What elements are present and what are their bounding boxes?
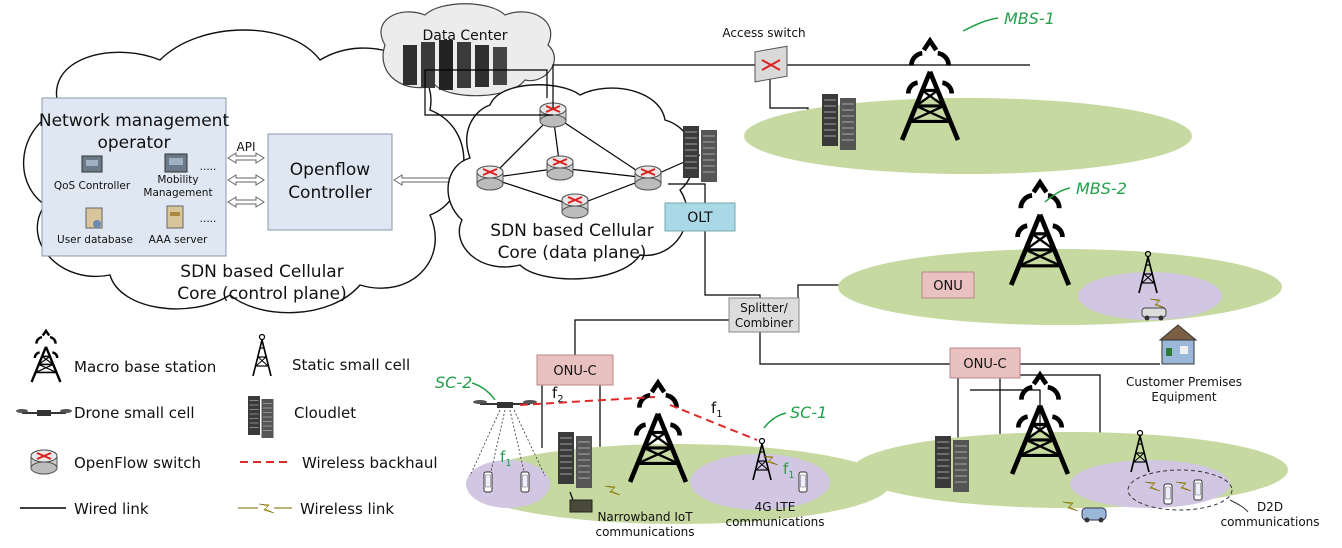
data-plane-label-2: Core (data plane) <box>498 243 647 263</box>
legend-static-label: Static small cell <box>292 356 410 374</box>
sc2-label: SC-2 <box>435 373 472 392</box>
f1-sc1-label: f1 <box>783 460 795 481</box>
mobility-management-label-1: Mobility <box>157 174 198 186</box>
f1-drone-label: f1 <box>500 448 512 469</box>
legend-switch-icon <box>30 449 58 475</box>
right-small-cell-area <box>1070 460 1230 508</box>
cpe-label-1: Customer Premises <box>1126 375 1242 389</box>
legend-wireless-label: Wireless link <box>300 500 394 518</box>
control-plane-label-1: SDN based Cellular <box>180 262 343 282</box>
d2d-label-1: D2D <box>1257 500 1283 514</box>
qos-controller-icon <box>81 155 103 173</box>
nmo-title-line2: operator <box>97 133 170 153</box>
f1-backhaul-label: f1 <box>711 399 723 420</box>
nmo-dots-2: ..... <box>200 213 217 225</box>
qos-controller-label: QoS Controller <box>54 180 131 192</box>
sc1-label-arrow <box>763 412 787 429</box>
drone-beam-lines <box>469 409 546 477</box>
splitter-label-2: Combiner <box>735 316 793 330</box>
phone-icon <box>798 471 808 493</box>
narrowband-iot-label-1: Narrowband IoT <box>597 510 693 524</box>
nmo-title-line1: Network management <box>39 111 230 131</box>
nmo-dots-1: ..... <box>200 161 217 173</box>
data-center-label: Data Center <box>423 28 508 44</box>
api-arrows <box>227 152 265 208</box>
phone-icon <box>520 471 530 493</box>
splitter-label-1: Splitter/ <box>740 301 789 315</box>
legend-wired-label: Wired link <box>74 500 149 518</box>
cpe-label-2: Equipment <box>1151 390 1216 404</box>
mbs1-coverage-area <box>744 98 1192 174</box>
mbs1-label: MBS-1 <box>1004 9 1055 28</box>
sc1-label: SC-1 <box>790 403 827 422</box>
legend-cloudlet-label: Cloudlet <box>294 404 356 422</box>
data-center-servers <box>403 40 507 90</box>
aaa-server-icon <box>166 205 184 229</box>
onu-c-left-label: ONU-C <box>553 364 596 379</box>
customer-premises-equipment-icon <box>1158 324 1198 365</box>
car-icon <box>1081 507 1107 523</box>
user-database-icon <box>85 207 103 229</box>
sc1-area <box>690 454 830 510</box>
legend-static-icon <box>252 333 272 377</box>
network-management-operator-box <box>41 97 227 257</box>
openflow-switch-icon <box>546 155 574 181</box>
openflow-controller-line1: Openflow <box>290 160 371 180</box>
mbs2-label-arrow <box>1044 187 1071 203</box>
lte-label-1: 4G LTE <box>755 500 796 514</box>
legend-drone-label: Drone small cell <box>74 404 195 422</box>
mbs1-label-arrow <box>962 17 999 32</box>
narrowband-iot-label-2: communications <box>595 525 694 539</box>
onu-box <box>921 271 975 299</box>
legend-wireless-icon <box>238 503 292 514</box>
wireless-backhaul-f2 <box>519 396 656 406</box>
user-database-label: User database <box>57 234 133 246</box>
mobility-management-label-2: Management <box>143 187 212 199</box>
onu-c-right-label: ONU-C <box>963 357 1006 372</box>
openflow-controller-line2: Controller <box>288 183 372 203</box>
legend-backhaul-label: Wireless backhaul <box>302 454 438 472</box>
lte-label-2: communications <box>725 515 824 529</box>
legend-macro-icon <box>30 329 62 384</box>
aaa-server-label: AAA server <box>149 234 208 246</box>
openflow-switch-icon <box>476 165 504 191</box>
access-switch-label: Access switch <box>722 26 805 40</box>
openflow-switch-icon <box>634 165 662 191</box>
core-cloudlet-icon <box>682 125 718 183</box>
iot-device-icon <box>569 491 593 513</box>
legend-drone-icon <box>16 409 72 416</box>
splitter-box <box>728 297 800 333</box>
openflow-switch-icon <box>561 193 589 219</box>
phone-icon <box>483 471 493 493</box>
olt-box <box>664 202 736 232</box>
olt-label: OLT <box>687 210 713 226</box>
access-switch-icon <box>754 45 788 83</box>
car-icon <box>1141 307 1167 321</box>
d2d-area <box>1127 469 1233 511</box>
f2-label: f2 <box>552 384 564 405</box>
onu-c-right-box <box>949 347 1021 379</box>
legend-cloudlet-icon <box>247 395 274 439</box>
control-plane-label-2: Core (control plane) <box>177 284 347 304</box>
sc2-label-arrow <box>471 382 496 401</box>
d2d-label-2: communications <box>1220 515 1319 529</box>
api-label: API <box>237 140 256 154</box>
wireless-backhaul-f1 <box>669 404 758 441</box>
data-plane-cloud <box>447 84 695 280</box>
d2d-leader-line <box>1229 499 1249 513</box>
openflow-controller-box <box>267 133 393 231</box>
legend-switch-label: OpenFlow switch <box>74 454 201 472</box>
phone-icon <box>1193 479 1203 501</box>
legend-macro-label: Macro base station <box>74 358 216 376</box>
mbs2-small-cell-area <box>1078 272 1222 320</box>
onu-label: ONU <box>933 279 962 294</box>
onu-c-left-box <box>536 354 614 386</box>
phone-icon <box>1163 483 1173 505</box>
mobility-management-icon <box>164 153 188 173</box>
data-plane-label-1: SDN based Cellular <box>490 221 653 241</box>
right-macro-coverage-area <box>852 432 1288 508</box>
mbs2-label: MBS-2 <box>1076 179 1127 198</box>
